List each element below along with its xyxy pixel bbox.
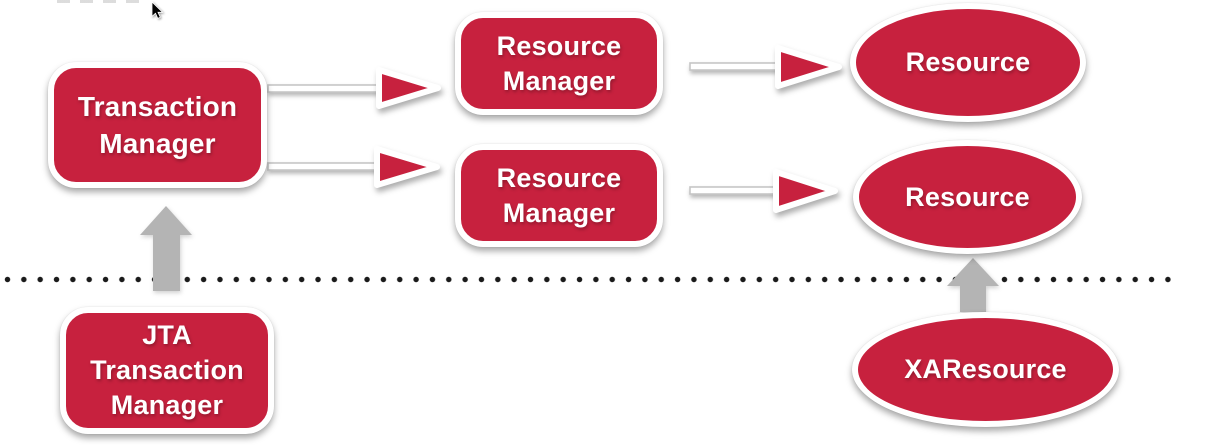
- node-transaction-manager-label: Transaction Manager: [77, 91, 238, 159]
- node-resource-2-label: Resource: [905, 181, 1030, 212]
- cropped-edge-artifact: [57, 0, 143, 3]
- arrow-xaresource-to-resource2: [947, 258, 999, 312]
- arrow-rm2-to-resource2: [689, 169, 838, 213]
- arrow-tm-to-rm1: [267, 67, 441, 109]
- node-resource-1-label: Resource: [905, 47, 1031, 77]
- node-resource-2: Resource: [853, 140, 1082, 254]
- node-jta-transaction-manager: JTA Transaction Manager: [60, 307, 274, 434]
- node-resource-manager-1: Resource Manager: [455, 12, 663, 115]
- mouse-cursor-icon: [151, 1, 164, 19]
- arrow-rm1-to-resource1: [689, 45, 842, 89]
- node-xaresource-label: XAResource: [904, 354, 1067, 384]
- dotted-divider-line: [4, 276, 1180, 283]
- node-resource-manager-2-label: Resource Manager: [496, 162, 622, 228]
- node-resource-manager-2: Resource Manager: [455, 144, 663, 247]
- node-resource-1: Resource: [850, 3, 1086, 122]
- node-resource-manager-1-label: Resource Manager: [496, 30, 622, 96]
- node-jta-transaction-manager-label: JTA Transaction Manager: [90, 320, 244, 420]
- node-transaction-manager: Transaction Manager: [48, 62, 267, 188]
- arrow-tm-to-rm2: [267, 146, 440, 188]
- node-xaresource: XAResource: [852, 312, 1119, 427]
